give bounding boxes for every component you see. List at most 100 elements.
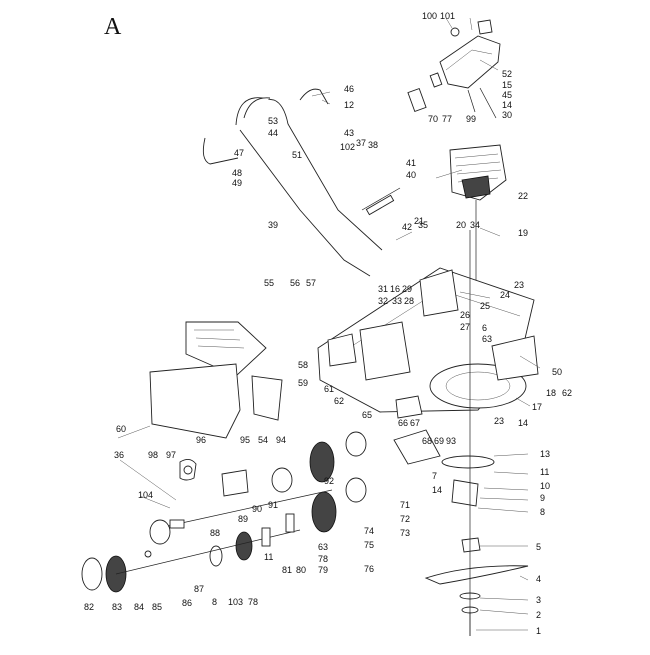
engine: [449, 144, 507, 320]
callout: 84: [134, 602, 144, 612]
callout: 82: [84, 602, 94, 612]
callout: 39: [268, 220, 278, 230]
callout: 19: [518, 228, 528, 238]
callout: 78: [248, 597, 258, 607]
callout: 65: [362, 410, 372, 420]
callout: 86: [182, 598, 192, 608]
callout: 68: [422, 436, 432, 446]
callout: 35: [418, 220, 428, 230]
wheels: [81, 431, 367, 593]
callout: 51: [292, 150, 302, 160]
callout: 11: [540, 467, 549, 477]
callout: 50: [552, 367, 562, 377]
callout: 38: [368, 140, 378, 150]
callout: 6: [482, 323, 487, 333]
callout: 14: [432, 485, 442, 495]
callout: 10: [540, 481, 550, 491]
callout: 22: [518, 191, 528, 201]
callout: 102: [340, 142, 355, 152]
callout: 29: [402, 284, 412, 294]
callout: 67: [410, 418, 420, 428]
callout: 103: [228, 597, 243, 607]
callout: 43: [344, 128, 354, 138]
callout: 66: [398, 418, 408, 428]
callout: 5: [536, 542, 541, 552]
callout: 20: [456, 220, 466, 230]
leader-lines: [117, 17, 541, 631]
callout: 49: [232, 178, 242, 188]
callout: 57: [306, 278, 316, 288]
callout: 100: [422, 11, 437, 21]
callout: 70: [428, 114, 438, 124]
callout: 17: [532, 402, 542, 412]
callout: 4: [536, 574, 541, 584]
callout: 42: [402, 222, 412, 232]
callout: 101: [440, 11, 455, 21]
callout: 11: [264, 552, 273, 562]
callout: 59: [298, 378, 308, 388]
callout: 53: [268, 116, 278, 126]
callout: 77: [442, 114, 452, 124]
callout: 23: [494, 416, 504, 426]
callout: 8: [540, 507, 545, 517]
callout: 21: [414, 216, 424, 226]
callout: 69: [434, 436, 444, 446]
callout: 83: [112, 602, 122, 612]
callout: 26: [460, 310, 470, 320]
callout: 85: [152, 602, 162, 612]
grass-catcher: [149, 321, 283, 439]
callout: 104: [138, 490, 153, 500]
callout: 94: [276, 435, 286, 445]
callout: 63: [482, 334, 492, 344]
callout: 13: [540, 449, 550, 459]
callout: 75: [364, 540, 374, 550]
callout: 89: [238, 514, 248, 524]
blade-assembly: [424, 230, 529, 636]
callout: 72: [400, 514, 410, 524]
callout: 73: [400, 528, 410, 538]
callout: 45: [502, 90, 512, 100]
callout: 46: [344, 84, 354, 94]
callout: 8: [212, 597, 217, 607]
callout: 23: [514, 280, 524, 290]
callout: 61: [324, 384, 334, 394]
callout: 54: [258, 435, 268, 445]
callout: 52: [502, 69, 512, 79]
callout: 76: [364, 564, 374, 574]
callout: 87: [194, 584, 204, 594]
mower-deck: [317, 267, 539, 465]
callout: 48: [232, 168, 242, 178]
callout: 96: [196, 435, 206, 445]
callout: 62: [562, 388, 572, 398]
callout: 24: [500, 290, 510, 300]
callout: 91: [268, 500, 278, 510]
callout: 44: [268, 128, 278, 138]
callout: 27: [460, 322, 470, 332]
callout: 97: [166, 450, 176, 460]
callout: 14: [518, 418, 528, 428]
callout: 32: [378, 296, 388, 306]
callout: 98: [148, 450, 158, 460]
callout: 12: [344, 100, 354, 110]
callout: 80: [296, 565, 306, 575]
handle-assembly: [202, 88, 401, 277]
callout: 81: [282, 565, 292, 575]
callout: 9: [540, 493, 545, 503]
callout: 3: [536, 595, 541, 605]
callout: 63: [318, 542, 328, 552]
callout: 25: [480, 301, 490, 311]
callout: 60: [116, 424, 126, 434]
callout: 31: [378, 284, 388, 294]
callout: 40: [406, 170, 416, 180]
callout: 95: [240, 435, 250, 445]
callout: 90: [252, 504, 262, 514]
callout: 2: [536, 610, 541, 620]
callout: 62: [334, 396, 344, 406]
callout: 71: [400, 500, 410, 510]
callout: 30: [502, 110, 512, 120]
callout: 34: [470, 220, 480, 230]
callout-labels: 100 101 52 15 45 14 30 70 77 99 46 12 53…: [84, 11, 572, 636]
callout: 14: [502, 100, 512, 110]
